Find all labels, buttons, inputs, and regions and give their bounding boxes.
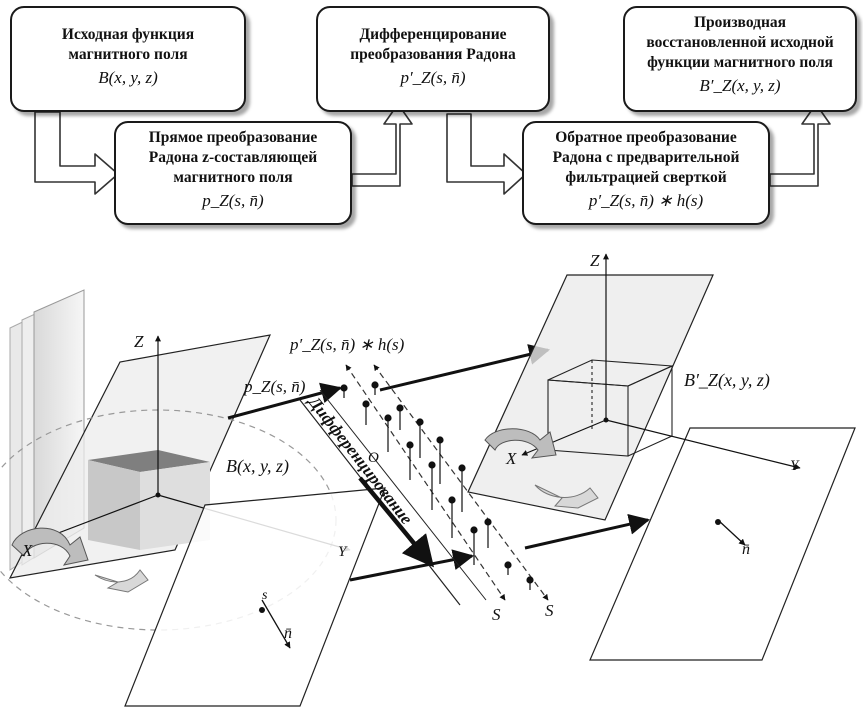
label-bz-derivative: B′_Z(x, y, z) [684, 370, 770, 391]
projection-arrow-upper-right [379, 344, 551, 392]
flow-arrow-3 [446, 113, 527, 195]
s-axis-2 [373, 364, 549, 601]
profile-stems-2 [371, 381, 534, 590]
differentiation-arrow [358, 476, 435, 568]
label-n-right: n̄ [742, 541, 750, 558]
label-left-z: Z [134, 332, 144, 351]
rotation-arrow-left [11, 527, 89, 566]
rotation-arrow-left-tail [94, 569, 149, 593]
rotation-arrow-right-tail [534, 484, 599, 509]
flow-box-derivative-result: Производная восстановленной исходной фун… [623, 6, 857, 112]
flow-arrow-2 [351, 103, 413, 187]
flow-arrow-4 [769, 103, 831, 187]
flow-box-formula: p_Z(s, n̄) [202, 191, 264, 210]
normal-vector-right [717, 519, 746, 546]
label-origin-o: O [368, 450, 379, 466]
cube-top [88, 450, 210, 472]
profile-stems-1 [340, 384, 478, 565]
right-axis-x-line [521, 419, 607, 456]
label-pz: p_Z(s, n̄) [243, 377, 306, 396]
flow-box-source-function: Исходная функция магнитного поля B(x, y,… [10, 6, 246, 112]
flow-arrow-1 [34, 111, 119, 195]
flow-box-formula: p′_Z(s, n̄) [400, 68, 466, 87]
wireframe-box [547, 359, 673, 457]
projection-arrow-upper-left [227, 382, 343, 420]
right-axis-y-line [605, 419, 801, 470]
projection-plane-left [124, 487, 386, 707]
cube-front [88, 460, 140, 550]
label-s-small: s [262, 588, 268, 603]
label-pz-conv: p′_Z(s, n̄) ∗ h(s) [289, 335, 405, 354]
normal-point-right [715, 519, 721, 525]
label-right-x: X [505, 449, 517, 468]
right-plane-upper [467, 274, 714, 521]
label-b-function: B(x, y, z) [226, 456, 289, 477]
projection-arrow-lower-right [524, 513, 651, 550]
label-left-y: Y [338, 544, 348, 560]
profile-line-b [319, 389, 487, 601]
label-left-x: X [21, 541, 33, 560]
flow-box-title: Прямое преобразование Радона z-составляю… [148, 129, 318, 186]
rotation-arrow-right [484, 428, 557, 459]
flow-box-differentiation: Дифференцирование преобразования Радона … [316, 6, 550, 112]
flow-box-direct-radon: Прямое преобразование Радона z-составляю… [114, 121, 352, 225]
label-n-left: n̄ [284, 625, 292, 642]
left-origin-dot [155, 492, 161, 498]
label-right-y: Y [790, 458, 800, 474]
flow-box-formula: p′_Z(s, n̄) ∗ h(s) [588, 191, 704, 210]
right-plane-lower [589, 427, 856, 661]
flow-box-formula: B′_Z(x, y, z) [699, 76, 781, 95]
right-origin-dot [603, 417, 609, 423]
flow-box-title: Дифференцирование преобразования Радона [350, 26, 516, 63]
flow-box-title: Обратное преобразование Радона с предвар… [552, 129, 740, 186]
label-s-axis-2: S [545, 601, 554, 620]
flow-box-title: Исходная функция магнитного поля [61, 26, 195, 63]
flow-box-title: Производная восстановленной исходной фун… [646, 14, 834, 71]
label-right-z: Z [590, 251, 600, 270]
flow-box-inverse-radon: Обратное преобразование Радона с предвар… [522, 121, 770, 225]
flow-box-formula: B(x, y, z) [98, 68, 158, 87]
normal-vector-left [261, 599, 291, 649]
normal-point-left [259, 607, 265, 613]
label-s-axis-1: S [492, 605, 501, 624]
